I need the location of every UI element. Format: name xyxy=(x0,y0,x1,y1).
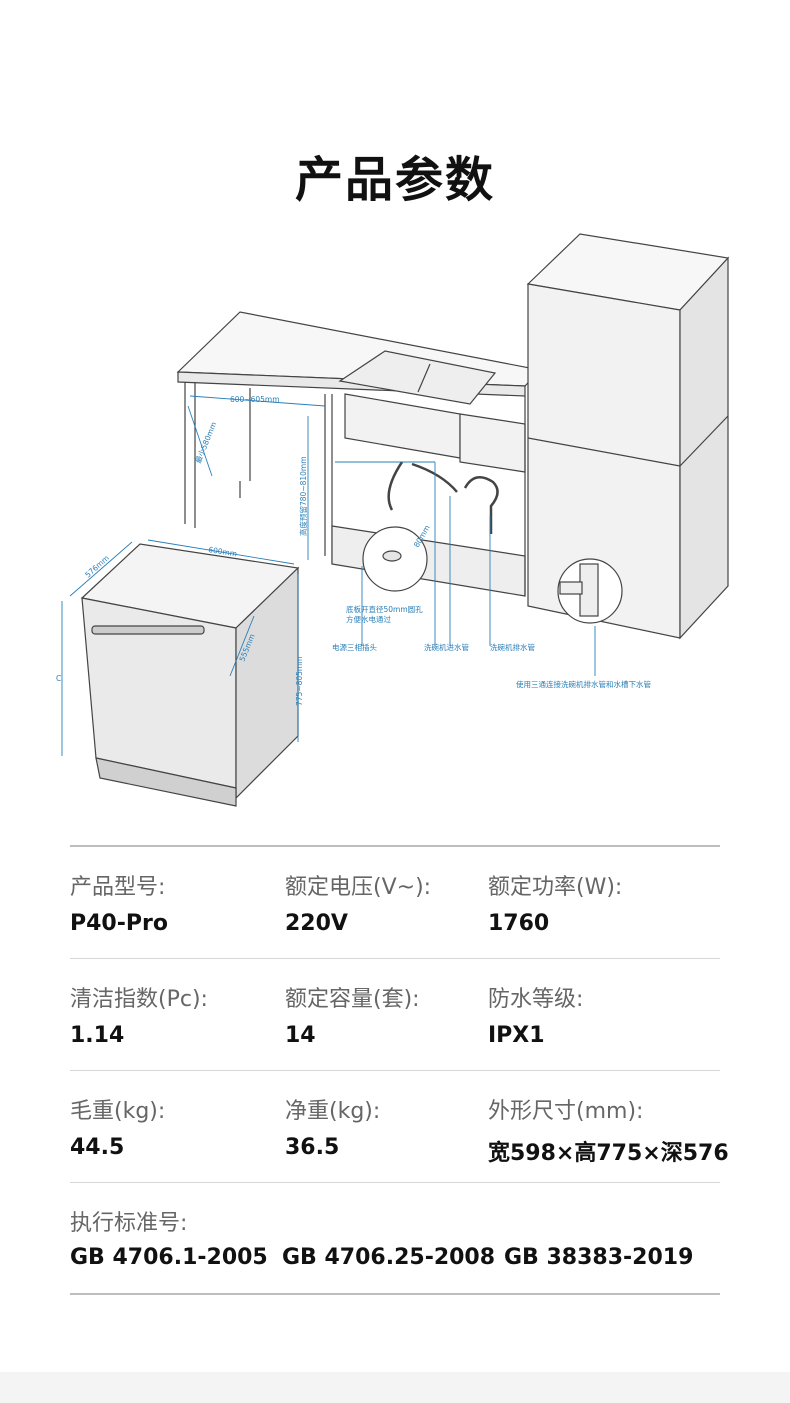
spec-cell-gross-weight: 毛重(kg): 44.5 xyxy=(70,1093,165,1160)
spec-label: 防水等级: xyxy=(488,987,584,1012)
spec-cell-capacity: 额定容量(套): 14 xyxy=(285,981,420,1048)
spec-value: IPX1 xyxy=(488,1023,545,1048)
page-title: 产品参数 xyxy=(294,152,495,208)
spec-table: 产品型号: P40-Pro 额定电压(V~): 220V 额定功率(W): 17… xyxy=(70,845,729,1295)
spec-label: 清洁指数(Pc): xyxy=(70,987,208,1012)
spec-row: 清洁指数(Pc): 1.14 额定容量(套): 14 防水等级: IPX1 xyxy=(70,958,720,1070)
power-plug-label: 电源三相插头 xyxy=(332,642,377,652)
spec-cell-voltage: 额定电压(V~): 220V xyxy=(285,869,431,936)
spec-label: 额定功率(W): xyxy=(488,875,623,900)
installation-diagram-svg: 600~605mm 最小580mm 高度预留780~810mm 80mm 底板开… xyxy=(56,233,730,807)
standard-value: GB 4706.25-2008 xyxy=(282,1245,496,1270)
spec-value: 220V xyxy=(285,911,348,936)
footer-bar xyxy=(0,1372,790,1403)
installation-diagram: 600~605mm 最小580mm 高度预留780~810mm 80mm 底板开… xyxy=(40,226,750,816)
spec-cell-net-weight: 净重(kg): 36.5 xyxy=(285,1093,380,1160)
inlet-pipe-label: 洗碗机进水管 xyxy=(424,642,469,652)
hole-note-line2: 方便水电通过 xyxy=(346,614,391,624)
spec-value: 1.14 xyxy=(70,1023,125,1048)
standard-value: GB 4706.1-2005 xyxy=(70,1245,268,1270)
hole-note-line1: 底板开直径50mm圆孔 xyxy=(346,604,423,614)
cabinet-height-label: 高度预留780~810mm xyxy=(298,456,308,536)
spec-cell-standards: 执行标准号: xyxy=(70,1205,187,1237)
tee-note-label: 使用三通连接洗碗机排水管和水槽下水管 xyxy=(516,679,651,689)
spec-cell-power: 额定功率(W): 1760 xyxy=(488,869,622,936)
spec-value: 44.5 xyxy=(70,1135,125,1160)
machine-width-label: 600mm xyxy=(208,545,238,558)
machine-height-label: 775~805mm xyxy=(295,656,304,706)
spec-label: 额定容量(套): xyxy=(285,987,420,1012)
spec-label: 执行标准号: xyxy=(70,1211,188,1236)
spec-value: 14 xyxy=(285,1023,316,1048)
spec-row-standards: 执行标准号: GB 4706.1-2005 GB 4706.25-2008 GB… xyxy=(70,1182,720,1295)
cabinet-width-label: 600~605mm xyxy=(230,395,280,404)
spec-value: 宽598×高775×深576 xyxy=(488,1141,729,1166)
spec-label: 外形尺寸(mm): xyxy=(488,1099,644,1124)
diagram-lines xyxy=(80,233,730,807)
spec-label: 净重(kg): xyxy=(285,1099,381,1124)
spec-value: P40-Pro xyxy=(70,911,168,936)
spec-label: 额定电压(V~): xyxy=(285,875,432,900)
drain-pipe-label: 洗碗机排水管 xyxy=(490,642,535,652)
standard-value: GB 38383-2019 xyxy=(504,1245,694,1270)
spec-label: 毛重(kg): xyxy=(70,1099,166,1124)
spec-label: 产品型号: xyxy=(70,875,166,900)
spec-row: 产品型号: P40-Pro 额定电压(V~): 220V 额定功率(W): 17… xyxy=(70,845,720,958)
spec-cell-model: 产品型号: P40-Pro xyxy=(70,869,168,936)
spec-cell-waterproof: 防水等级: IPX1 xyxy=(488,981,583,1048)
height-c-label: C xyxy=(56,674,61,683)
spec-value: 36.5 xyxy=(285,1135,340,1160)
spec-cell-dimensions: 外形尺寸(mm): 宽598×高775×深576 xyxy=(488,1093,729,1167)
spec-value: 1760 xyxy=(488,911,550,936)
dimension-lines xyxy=(61,395,596,756)
spec-row: 毛重(kg): 44.5 净重(kg): 36.5 外形尺寸(mm): 宽598… xyxy=(70,1070,729,1182)
spec-cell-cleaning-index: 清洁指数(Pc): 1.14 xyxy=(70,981,208,1048)
